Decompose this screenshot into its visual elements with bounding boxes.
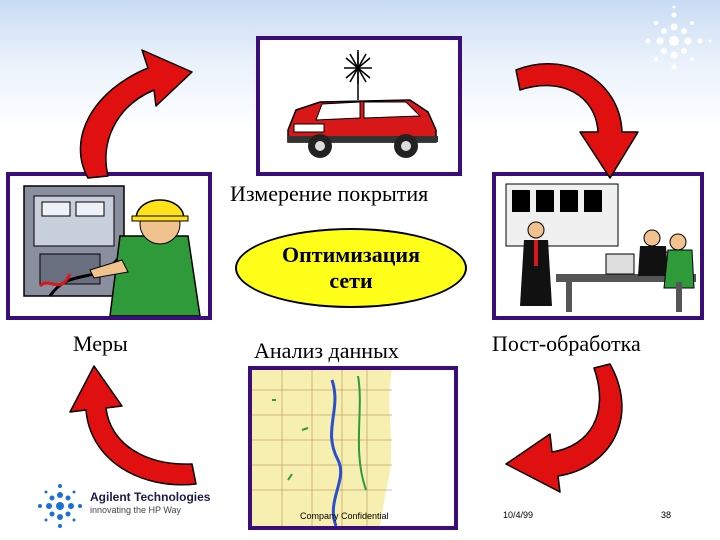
page-number: 38 [661,510,672,520]
sparkle-icon [645,5,712,70]
measures-label: Меры [73,331,128,356]
arrow-icon-bottom-left [69,365,197,486]
technician-image-frame [6,172,212,320]
brand-block: Agilent Technologies innovating the HP W… [90,490,210,515]
optimization-ellipse: Оптимизация сети [235,228,467,308]
car-antenna-icon [287,50,438,158]
office-workers-icon [505,183,696,312]
optimization-label-line2: сети [329,268,373,293]
company-tagline: innovating the HP Way [90,505,182,515]
map-icon [252,370,454,526]
arrow-icon-top-right [515,63,639,179]
agilent-logo-icon [38,484,82,528]
optimization-label-line1: Оптимизация [281,242,421,267]
postprocessing-label: Пост-обработка [492,331,641,356]
arrow-icon-bottom-right [505,363,623,493]
map-image-frame [248,366,458,530]
car-image-frame [256,36,462,176]
arrow-icon-top-left [79,49,193,179]
coverage-label: Измерение покрытия [230,181,429,206]
office-image-frame [492,172,704,320]
confidential-label: Company Confidential [300,511,389,521]
date-label: 10/4/99 [503,510,534,520]
company-name: Agilent Technologies [90,490,211,504]
analysis-label: Анализ данных [254,338,399,363]
technician-icon [23,185,201,316]
